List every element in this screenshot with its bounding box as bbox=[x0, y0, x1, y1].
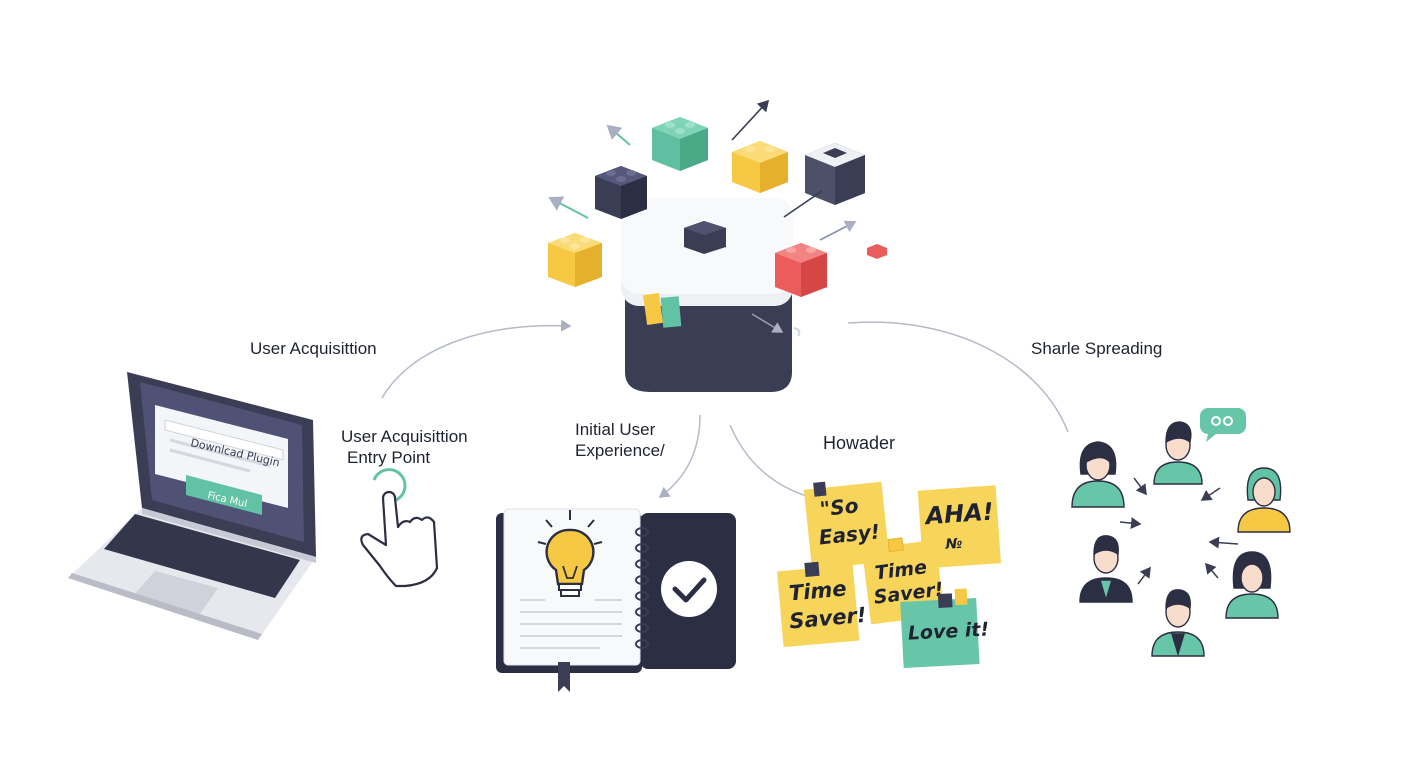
block-tiny-red bbox=[867, 244, 887, 259]
block-yellow-top bbox=[732, 141, 788, 193]
block-red bbox=[775, 243, 827, 297]
chat-bubble-icon bbox=[1200, 408, 1246, 442]
label-howader: Howader bbox=[823, 433, 896, 453]
lightbulb-icon bbox=[537, 510, 603, 597]
people-network-icon bbox=[1071, 421, 1291, 657]
person-6 bbox=[1151, 589, 1205, 657]
sticky-note-5: Love it! bbox=[900, 588, 990, 668]
arc-box-to-sharing bbox=[847, 321, 1069, 433]
arc-acquisition-to-box bbox=[381, 319, 572, 399]
floating-blocks bbox=[548, 99, 887, 297]
person-3 bbox=[1237, 467, 1291, 533]
sticky-note-2: AHA! № bbox=[917, 485, 1001, 569]
label-share-spreading: Sharle Spreading bbox=[1031, 339, 1163, 358]
block-teal bbox=[652, 117, 708, 171]
arc-box-to-notes bbox=[729, 424, 811, 498]
person-1 bbox=[1071, 441, 1125, 508]
laptop-icon bbox=[68, 372, 316, 640]
plugin-box-icon bbox=[621, 198, 801, 392]
sticky-note-4: Time Saver! bbox=[861, 537, 945, 625]
label-user-acquisition: User Acquisittion bbox=[250, 339, 377, 358]
block-yellow-left bbox=[548, 233, 602, 287]
svg-text:Time: Time bbox=[788, 577, 848, 606]
person-5 bbox=[1225, 551, 1279, 619]
label-entry-point-line1: User Acquisittion bbox=[341, 427, 468, 446]
svg-text:Love it!: Love it! bbox=[907, 618, 989, 644]
svg-text:№: № bbox=[944, 536, 963, 553]
label-initial-experience-line2: Experience/ bbox=[575, 441, 665, 460]
svg-text:AHA!: AHA! bbox=[923, 498, 995, 531]
person-2 bbox=[1153, 421, 1203, 485]
label-entry-point-line2: Entry Point bbox=[347, 448, 431, 467]
flow-arcs bbox=[381, 319, 1069, 498]
block-navy-right bbox=[805, 143, 865, 205]
checkmark-icon bbox=[661, 561, 717, 617]
pointer-hand-icon bbox=[360, 468, 439, 588]
sticky-note-1: "So Easy! bbox=[803, 481, 890, 570]
sticky-note-3: Time Saver! bbox=[777, 561, 867, 648]
svg-text:"So: "So bbox=[819, 493, 860, 521]
block-navy-left bbox=[595, 166, 647, 219]
sticky-notes-group: "So Easy! AHA! № Time Saver! Time Saver!… bbox=[777, 481, 1001, 668]
arc-box-to-notebook bbox=[658, 414, 701, 498]
person-4 bbox=[1079, 535, 1133, 603]
label-initial-experience-line1: Initial User bbox=[575, 420, 656, 439]
